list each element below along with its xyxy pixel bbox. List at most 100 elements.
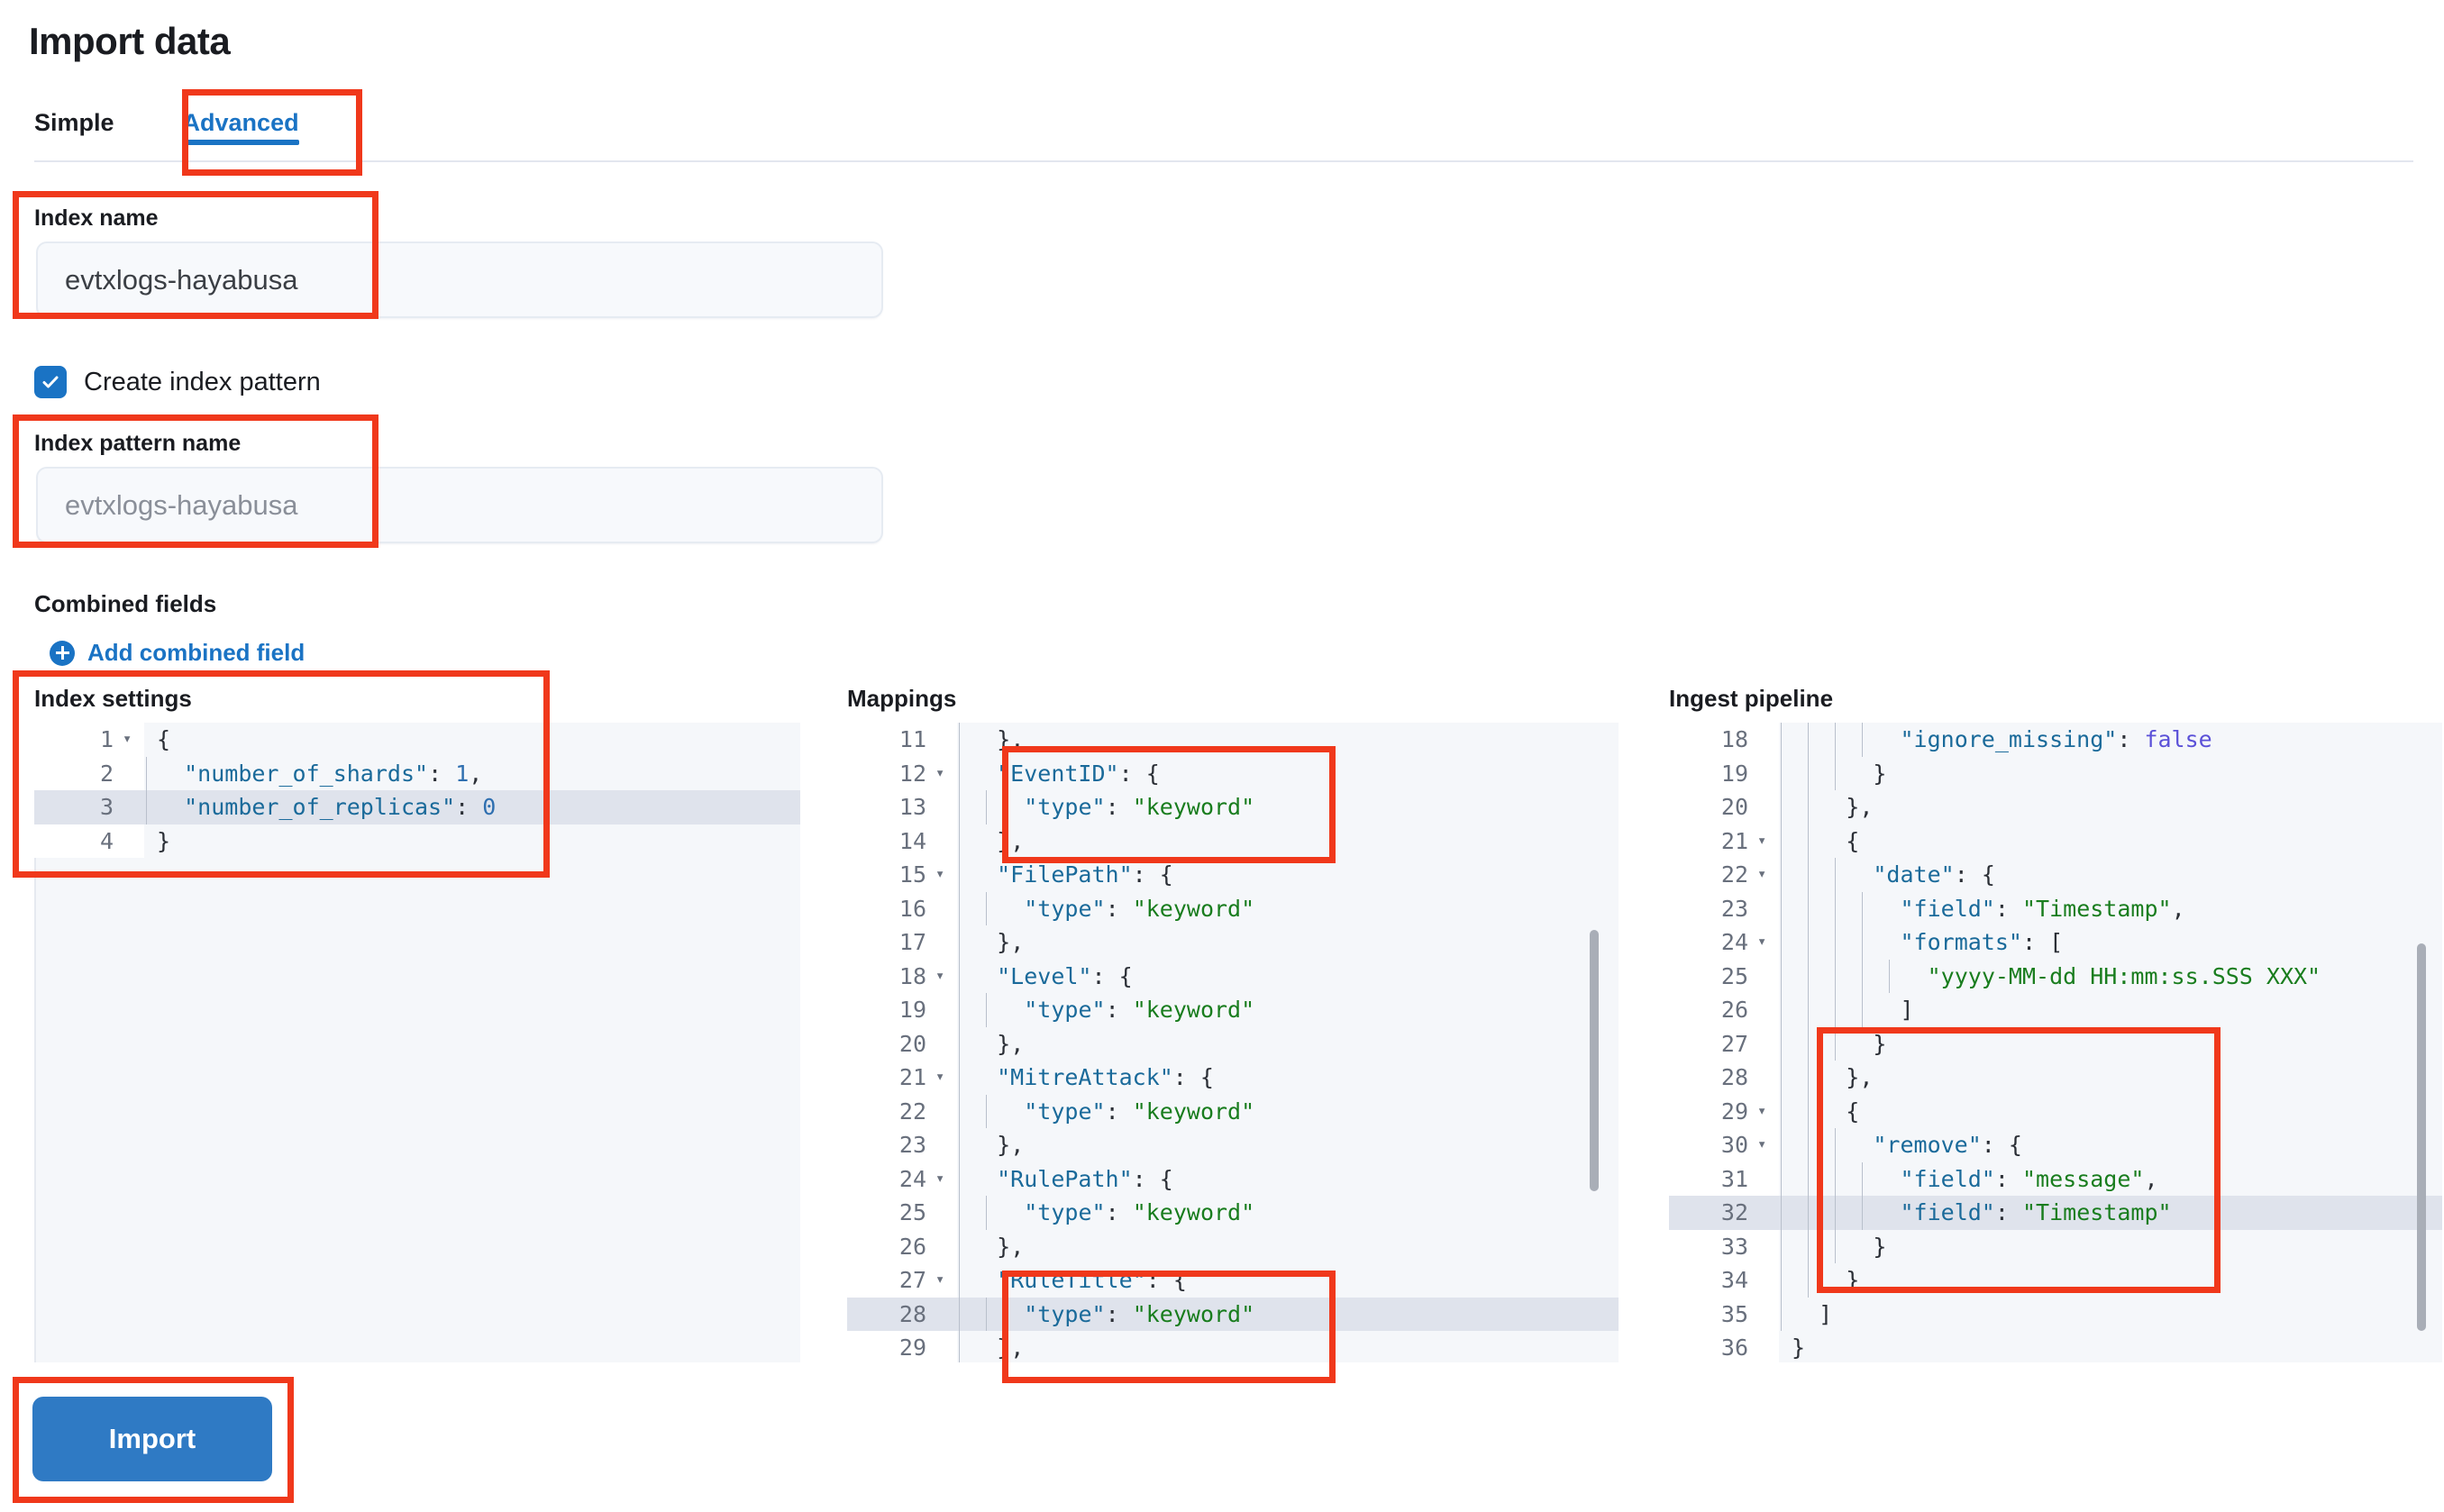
add-combined-field-label: Add combined field	[87, 639, 306, 666]
code-line: 22 "type": "keyword"	[847, 1094, 1619, 1128]
fold-caret-icon[interactable]: ▾	[934, 1061, 957, 1095]
index-pattern-name-label: Index pattern name	[34, 431, 242, 456]
line-number: 30	[1669, 1128, 1755, 1162]
fold-caret-icon[interactable]: ▾	[1755, 1094, 1779, 1128]
code-line: 22▾ "date": {	[1669, 858, 2442, 892]
code-text: "type": "keyword"	[957, 1094, 1619, 1128]
code-text: ]	[1779, 993, 2442, 1027]
code-line: 30▾ "remove": {	[1669, 1128, 2442, 1162]
line-number: 21	[847, 1061, 934, 1095]
code-text: "MitreAttack": {	[957, 1061, 1619, 1095]
code-text: }	[1779, 756, 2442, 790]
code-line: 20 },	[847, 1026, 1619, 1061]
code-line: 35 ]	[1669, 1297, 2442, 1331]
index-pattern-name-input[interactable]: evtxlogs-hayabusa	[36, 467, 883, 543]
line-number: 24	[847, 1161, 934, 1196]
code-text: "type": "keyword"	[957, 1297, 1619, 1331]
fold-spacer	[934, 891, 957, 925]
code-line: 12▾ "EventID": {	[847, 756, 1619, 790]
fold-caret-icon[interactable]: ▾	[934, 1263, 957, 1298]
create-index-pattern-row[interactable]: Create index pattern	[34, 366, 321, 398]
fold-caret-icon[interactable]: ▾	[1755, 858, 1779, 892]
combined-fields-label: Combined fields	[34, 590, 217, 617]
fold-spacer	[934, 1229, 957, 1263]
fold-spacer	[1755, 1026, 1779, 1061]
tab-advanced[interactable]: Advanced	[147, 111, 333, 153]
line-number: 19	[847, 993, 934, 1027]
ingest-pipeline-title: Ingest pipeline	[1669, 685, 1834, 712]
fold-spacer	[1755, 993, 1779, 1027]
fold-spacer	[121, 790, 144, 824]
code-text: "date": {	[1779, 858, 2442, 892]
code-line: 26 ]	[1669, 993, 2442, 1027]
tab-bar: Simple Advanced	[34, 97, 333, 153]
code-text: "field": "Timestamp",	[1779, 891, 2442, 925]
line-number: 20	[1669, 790, 1755, 824]
code-line: 21▾ {	[1669, 824, 2442, 858]
checkbox-checked-icon[interactable]	[34, 366, 67, 398]
line-number: 22	[1669, 858, 1755, 892]
fold-spacer	[934, 1128, 957, 1162]
code-text: "field": "Timestamp"	[1779, 1196, 2442, 1230]
code-text: "remove": {	[1779, 1128, 2442, 1162]
code-text: "type": "keyword"	[957, 993, 1619, 1027]
line-number: 20	[847, 1026, 934, 1061]
page-title: Import data	[29, 20, 231, 62]
code-line: 29 },	[847, 1331, 1619, 1362]
mappings-editor[interactable]: 11 },12▾ "EventID": {13 "type": "keyword…	[847, 723, 1619, 1362]
tab-simple[interactable]: Simple	[34, 109, 114, 136]
code-text: ]	[1779, 1297, 2442, 1331]
fold-caret-icon[interactable]: ▾	[1755, 824, 1779, 858]
fold-spacer	[934, 993, 957, 1027]
mappings-scrollbar[interactable]	[1590, 930, 1599, 1191]
fold-spacer	[934, 925, 957, 960]
line-number: 23	[1669, 891, 1755, 925]
import-button[interactable]: Import	[32, 1397, 272, 1481]
code-text: "type": "keyword"	[957, 891, 1619, 925]
fold-caret-icon[interactable]: ▾	[1755, 1128, 1779, 1162]
fold-spacer	[1755, 756, 1779, 790]
line-number: 23	[847, 1128, 934, 1162]
line-number: 33	[1669, 1229, 1755, 1263]
code-line: 14 },	[847, 824, 1619, 858]
code-text: "formats": [	[1779, 925, 2442, 960]
fold-spacer	[1755, 1297, 1779, 1331]
line-number: 25	[1669, 959, 1755, 993]
plus-circle-icon	[50, 640, 75, 666]
code-line: 23 "field": "Timestamp",	[1669, 891, 2442, 925]
line-number: 26	[1669, 993, 1755, 1027]
mappings-title: Mappings	[847, 685, 957, 712]
code-line: 17 },	[847, 925, 1619, 960]
code-line: 1▾{	[34, 723, 800, 757]
line-number: 27	[847, 1263, 934, 1298]
line-number: 1	[34, 723, 121, 757]
fold-spacer	[1755, 1331, 1779, 1362]
fold-spacer	[121, 824, 144, 858]
code-text: "Level": {	[957, 959, 1619, 993]
create-index-pattern-label: Create index pattern	[84, 367, 321, 396]
line-number: 28	[847, 1297, 934, 1331]
line-number: 4	[34, 824, 121, 858]
code-text: "field": "message",	[1779, 1161, 2442, 1196]
fold-spacer	[934, 790, 957, 824]
fold-caret-icon[interactable]: ▾	[934, 858, 957, 892]
fold-caret-icon[interactable]: ▾	[121, 723, 144, 757]
line-number: 29	[847, 1331, 934, 1362]
code-text: "EventID": {	[957, 756, 1619, 790]
fold-caret-icon[interactable]: ▾	[1755, 925, 1779, 960]
code-line: 27 }	[1669, 1026, 2442, 1061]
line-number: 25	[847, 1196, 934, 1230]
line-number: 12	[847, 756, 934, 790]
code-text: "RuleTitle": {	[957, 1263, 1619, 1298]
fold-caret-icon[interactable]: ▾	[934, 756, 957, 790]
code-line: 36}	[1669, 1331, 2442, 1362]
fold-caret-icon[interactable]: ▾	[934, 959, 957, 993]
add-combined-field-button[interactable]: Add combined field	[50, 639, 305, 667]
fold-caret-icon[interactable]: ▾	[934, 1161, 957, 1196]
tab-divider	[34, 160, 2413, 162]
code-line: 21▾ "MitreAttack": {	[847, 1061, 1619, 1095]
index-name-input[interactable]: evtxlogs-hayabusa	[36, 241, 883, 318]
index-settings-editor[interactable]: 1▾{2 "number_of_shards": 1,3 "number_of_…	[34, 723, 800, 1362]
ingest-pipeline-scrollbar[interactable]	[2417, 943, 2426, 1331]
